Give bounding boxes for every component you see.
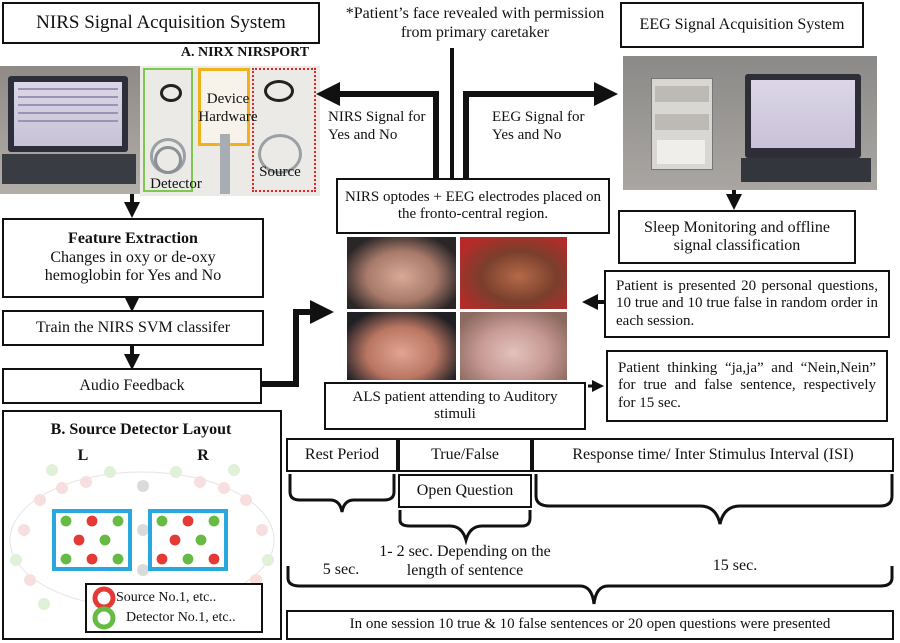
nirs-signal-label: NIRS Signal for Yes and No: [328, 109, 426, 143]
session-brace: [286, 566, 894, 605]
response-time-box: Response time/ Inter Stimulus Interval (…: [532, 438, 894, 472]
nirs-signal-arrow: [316, 82, 439, 178]
eeg-signal-label: EEG Signal for Yes and No: [492, 109, 585, 143]
legend-source-label: Source No.1, etc..: [116, 590, 217, 605]
patient-photo-1: [347, 237, 456, 309]
placement-label: NIRS optodes + EEG electrodes placed on …: [345, 188, 601, 222]
eeg-system-title: EEG Signal Acquisition System: [639, 15, 845, 33]
audio-to-patient-arrow: [262, 300, 334, 387]
questions-label: Patient is presented 20 personal questio…: [616, 278, 878, 329]
open-question-box: Open Question: [398, 474, 532, 508]
als-patient-box: ALS patient attending to Auditory stimul…: [324, 382, 586, 430]
thinking-label: Patient thinking “ja,ja” and “Nein,Nein”…: [618, 360, 876, 411]
patient-photo-3: [347, 312, 456, 380]
response-brace: [534, 474, 894, 525]
sleep-monitoring-box: Sleep Monitoring and offline signal clas…: [618, 210, 856, 264]
als-patient-label: ALS patient attending to Auditory stimul…: [352, 388, 558, 422]
device-hardware-label: Device Hardware: [198, 91, 258, 125]
rest-period-label: Rest Period: [304, 445, 380, 463]
feature-extraction-title: Feature Extraction: [68, 230, 198, 248]
rest-period-box: Rest Period: [286, 438, 398, 472]
feature-extraction-body: Changes in oxy or de-oxy hemoglobin for …: [44, 248, 222, 285]
train-classifier-label: Train the NIRS SVM classifer: [35, 318, 231, 336]
true-false-duration: 1- 2 sec. Depending on the length of sen…: [379, 543, 551, 580]
patient-photo-4: [460, 312, 567, 380]
response-duration: 15 sec.: [712, 557, 758, 574]
detector-legend-icon: [92, 606, 116, 630]
rest-brace: [288, 474, 396, 513]
placement-box: NIRS optodes + EEG electrodes placed on …: [336, 178, 610, 234]
hemisphere-left-label: L: [77, 447, 89, 464]
patient-photo-2: [460, 237, 567, 309]
questions-box: Patient is presented 20 personal questio…: [604, 270, 890, 338]
thinking-box: Patient thinking “ja,ja” and “Nein,Nein”…: [606, 350, 888, 422]
true-false-box: True/False: [398, 438, 532, 472]
audio-feedback-box: Audio Feedback: [2, 368, 262, 404]
eeg-system-title-box: EEG Signal Acquisition System: [620, 2, 864, 48]
sleep-monitoring-label: Sleep Monitoring and offline signal clas…: [644, 218, 830, 254]
hemisphere-right-label: R: [197, 447, 209, 464]
device-title: A. NIRX NIRSPORT: [180, 45, 310, 60]
caretaker-note: *Patient’s face revealed with permission…: [345, 5, 605, 42]
legend-box: [85, 583, 263, 633]
session-box: In one session 10 true & 10 false senten…: [286, 610, 894, 640]
rest-duration: 5 sec.: [322, 561, 360, 578]
layout-title: B. Source Detector Layout: [50, 421, 232, 438]
true-false-label: True/False: [431, 445, 499, 463]
nirs-laptop-photo: [0, 66, 140, 194]
right-montage-box: [148, 509, 228, 571]
response-time-label: Response time/ Inter Stimulus Interval (…: [572, 445, 854, 463]
open-question-label: Open Question: [416, 481, 514, 499]
feature-extraction-box: Feature Extraction Changes in oxy or de-…: [2, 218, 264, 298]
nirs-device-photo: [140, 66, 320, 196]
nirs-system-title: NIRS Signal Acquisition System: [36, 12, 286, 34]
eeg-signal-arrow: [463, 82, 618, 178]
nirs-system-title-box: NIRS Signal Acquisition System: [2, 2, 320, 44]
detector-label: Detector: [150, 176, 202, 192]
left-montage-box: [52, 509, 132, 571]
audio-feedback-label: Audio Feedback: [79, 376, 185, 394]
session-label: In one session 10 true & 10 false senten…: [349, 616, 831, 633]
eeg-setup-photo: [623, 56, 877, 190]
question-brace: [398, 510, 532, 546]
montage-background: [9, 464, 275, 610]
source-label: Source: [259, 164, 301, 180]
legend-detector-label: Detector No.1, etc..: [126, 610, 236, 625]
